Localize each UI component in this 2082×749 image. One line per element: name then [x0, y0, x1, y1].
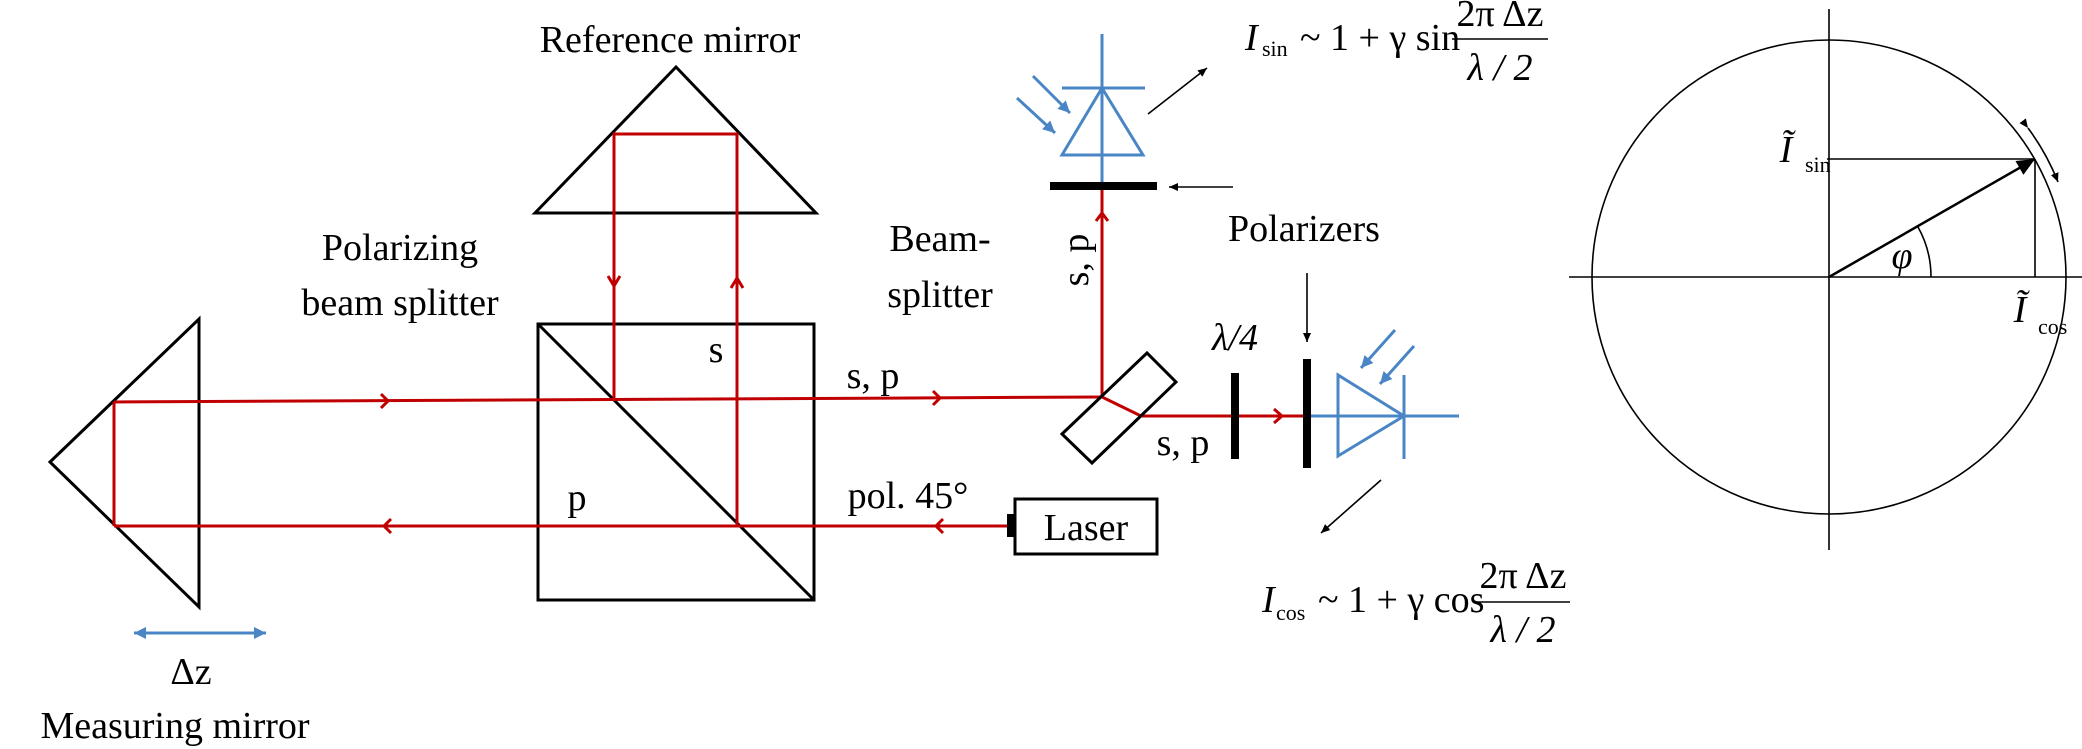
pol45-label: pol. 45°	[848, 475, 969, 517]
phasor-diagram: φ Ĩ sin Ĩ cos	[1569, 9, 2082, 550]
sp-label-lower: s, p	[1157, 422, 1210, 464]
measuring-mirror-label: Measuring mirror	[40, 705, 309, 747]
formula-cos-denominator: λ / 2	[1489, 609, 1555, 651]
sin-formula-pointer	[1147, 67, 1208, 115]
polarizing-beam-splitter	[536, 322, 816, 602]
formula-cos-numerator: 2π Δz	[1480, 555, 1567, 597]
beamsplitter-label-line1: Beam-	[889, 218, 990, 260]
measuring-mirror	[47, 315, 201, 611]
cos-formula-pointer	[1320, 479, 1382, 534]
beamsplitter-label-line2: splitter	[887, 274, 993, 316]
laser	[1007, 497, 1159, 556]
polarizer-top	[1050, 182, 1157, 190]
formula-sin-sub: sin	[1262, 36, 1288, 61]
sp-label-vertical: s, p	[1055, 234, 1097, 287]
formula-cos: I cos ~ 1 + γ cos 2π Δz λ / 2	[1261, 555, 1570, 651]
beamsplitter-plate	[1059, 350, 1179, 466]
reference-mirror	[531, 64, 820, 215]
sp-label-top: s, p	[847, 355, 900, 397]
formula-sin-rest: ~ 1 + γ sin	[1300, 17, 1460, 59]
I-cos-label: Ĩ	[2013, 289, 2031, 331]
reference-mirror-label: Reference mirror	[540, 19, 801, 61]
quarter-wave-plate	[1231, 373, 1239, 459]
polarizers-label: Polarizers	[1228, 208, 1380, 250]
formula-sin: I sin ~ 1 + γ sin 2π Δz λ / 2	[1244, 0, 1548, 89]
formula-sin-I: I	[1244, 17, 1260, 59]
I-sin-label: Ĩ	[1779, 129, 1797, 171]
formula-cos-I: I	[1261, 579, 1277, 621]
formula-cos-rest: ~ 1 + γ cos	[1318, 579, 1484, 621]
polarizer-side	[1303, 359, 1311, 468]
I-sin-sub: sin	[1805, 152, 1831, 177]
angle-arc	[1917, 226, 1932, 278]
I-cos-sub: cos	[2038, 314, 2067, 339]
photodiode-sin	[1015, 34, 1146, 182]
delta-z-label: Δz	[170, 651, 211, 693]
phasor-vector	[1828, 157, 2036, 279]
formula-sin-numerator: 2π Δz	[1457, 0, 1544, 35]
laser-label: Laser	[1044, 507, 1129, 549]
p-label: p	[568, 477, 587, 519]
rotation-arrow	[2019, 118, 2059, 183]
s-label: s	[709, 329, 724, 371]
formula-sin-denominator: λ / 2	[1466, 47, 1532, 89]
quarter-wave-label: λ/4	[1211, 317, 1258, 359]
phi-label: φ	[1891, 235, 1912, 277]
photodiode-cos	[1311, 328, 1459, 459]
formula-cos-sub: cos	[1276, 600, 1305, 625]
pbs-label-line2: beam splitter	[301, 282, 499, 324]
pbs-label-line1: Polarizing	[322, 227, 478, 269]
laser-beam-path	[112, 132, 1304, 535]
